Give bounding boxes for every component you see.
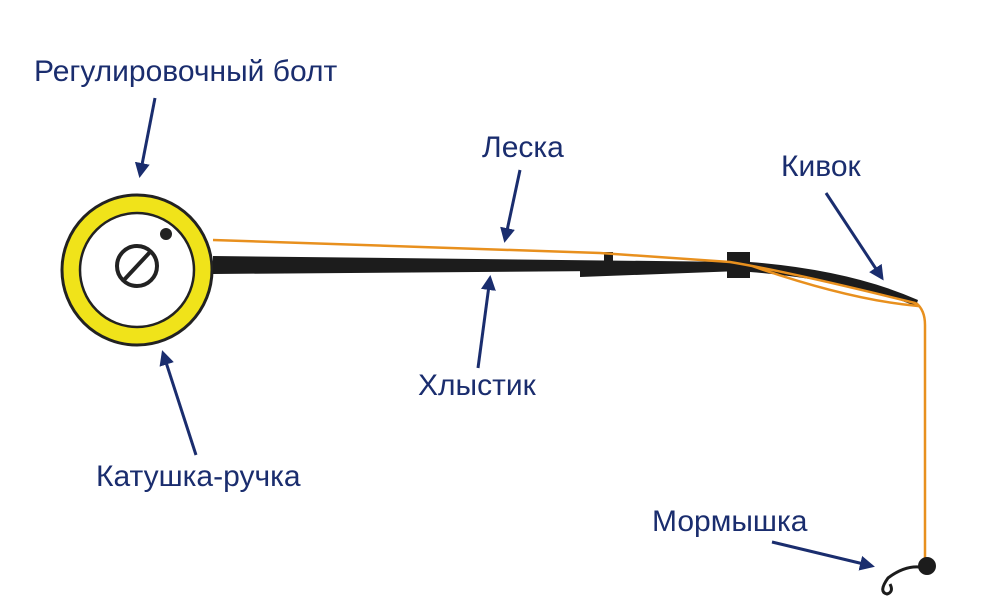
arrow-reel: [159, 350, 198, 456]
label-fishing-line: Леска: [482, 131, 564, 164]
arrow-line: [500, 169, 522, 243]
reel-dot: [160, 228, 172, 240]
jig-bead: [918, 557, 936, 575]
jig-hook: [881, 565, 920, 596]
arrow-nod: [824, 192, 884, 281]
whip-lower-rod: [580, 266, 740, 277]
label-reel-handle: Катушка-ручка: [96, 460, 301, 493]
adjustment-bolt: [115, 244, 159, 288]
label-nod: Кивок: [781, 150, 861, 183]
arrow-jig: [771, 540, 875, 571]
label-jig: Мормышка: [652, 505, 808, 538]
label-adjustment-bolt: Регулировочный болт: [34, 55, 338, 88]
fishing-line-drop: [915, 302, 927, 560]
whip-connector: [604, 252, 613, 274]
label-whip: Хлыстик: [418, 369, 536, 402]
fishing-line: [212, 238, 922, 308]
arrow-bolt: [134, 97, 157, 178]
reel-inner: [78, 211, 196, 329]
nod-clamp: [727, 252, 750, 278]
arrow-whip: [476, 275, 496, 369]
